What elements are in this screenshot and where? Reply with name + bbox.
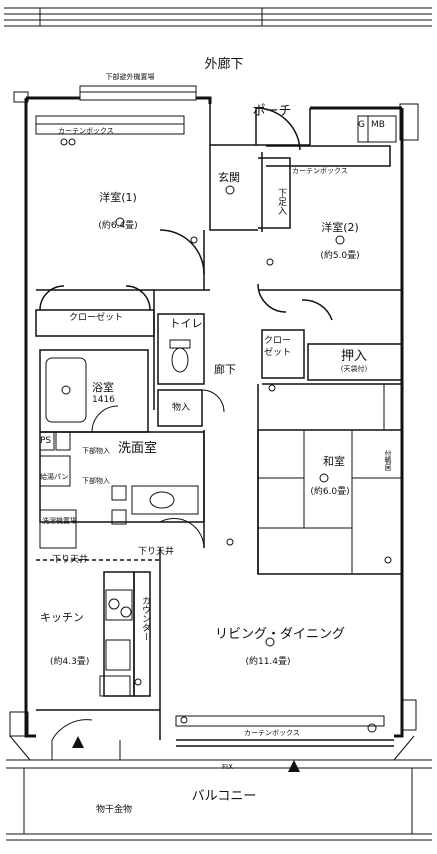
closet-2-label: クロー ゼット	[264, 336, 292, 358]
lowered-ceiling-2: 下り天井	[138, 547, 175, 557]
japanese-room-name: 和室	[323, 455, 345, 468]
outdoor-unit-space	[35, 85, 197, 135]
western-room-2-name: 洋室(2)	[321, 221, 359, 234]
meter-box-label: MB	[371, 120, 385, 130]
outer-pilasters	[9, 91, 419, 761]
bathroom-label: 浴室	[92, 381, 114, 394]
door-arrows	[72, 736, 300, 772]
washing-machine-label: 洗濯機置場	[42, 517, 77, 525]
kitchen-name: キッチン	[40, 611, 84, 624]
western-room-1-walls	[35, 229, 210, 410]
oshiire-note: (天袋付)	[340, 365, 368, 373]
toilet-label: トイレ	[169, 317, 203, 330]
hallway-label: 廊下	[214, 363, 236, 376]
kitchen-area	[36, 559, 160, 711]
ps-label: PS	[40, 436, 52, 446]
bathroom-size: 1416	[92, 395, 115, 405]
outer-corridor-lines	[4, 7, 432, 27]
storage-label: 物入	[172, 403, 191, 413]
lower-storage-label: 下部物入	[82, 447, 110, 455]
corridor-label: 外廊下	[204, 57, 244, 72]
western-room-1-size: (約6.4畳)	[98, 221, 138, 231]
counter-label: カウンター	[140, 596, 150, 641]
curtain-box-top-right: カーテンボックス	[292, 167, 348, 175]
washroom-storage-label: 下部物入	[82, 477, 110, 485]
outdoor-unit-label: 下部避外機置場	[105, 73, 155, 81]
curtain-box-top-left: カーテンボックス	[58, 127, 114, 135]
tsuki-kamoi-label: 付鴨居	[384, 450, 392, 471]
kitchen-size: (約4.3畳)	[50, 657, 90, 667]
porch-label: ポーチ	[252, 104, 292, 119]
japanese-room-size: (約6.0畳)	[310, 487, 350, 497]
porch-area	[209, 104, 397, 232]
closet-1-label: クローゼット	[68, 313, 124, 323]
western-room-2-walls	[257, 283, 403, 385]
japanese-room	[257, 384, 403, 575]
curtain-box-bottom: カーテンボックス	[244, 729, 300, 737]
oshiire-label: 押入	[340, 349, 368, 364]
washroom-label: 洗面室	[118, 441, 158, 456]
balcony-label: バルコニー	[191, 789, 257, 804]
shoe-box-label: 下足入	[276, 188, 286, 215]
water-heater-label: 給湯パン	[40, 473, 69, 481]
living-dining-area	[159, 384, 394, 747]
balcony-rails	[6, 719, 432, 841]
fix-window-label: FIX	[222, 763, 233, 771]
toilet-walls	[157, 313, 205, 385]
outlets	[60, 138, 392, 733]
entrance-label: 玄関	[218, 171, 240, 184]
western-room-1-name: 洋室(1)	[99, 191, 137, 204]
lowered-ceiling-1: 下り天井	[52, 555, 89, 565]
living-dining-size: (約11.4畳)	[245, 657, 291, 667]
living-dining-name: リビング・ダイニング	[214, 627, 346, 642]
western-room-2-size: (約5.0畳)	[320, 251, 360, 261]
laundry-hardware-label: 物干金物	[96, 805, 133, 815]
gas-meter-label: G	[358, 120, 365, 130]
